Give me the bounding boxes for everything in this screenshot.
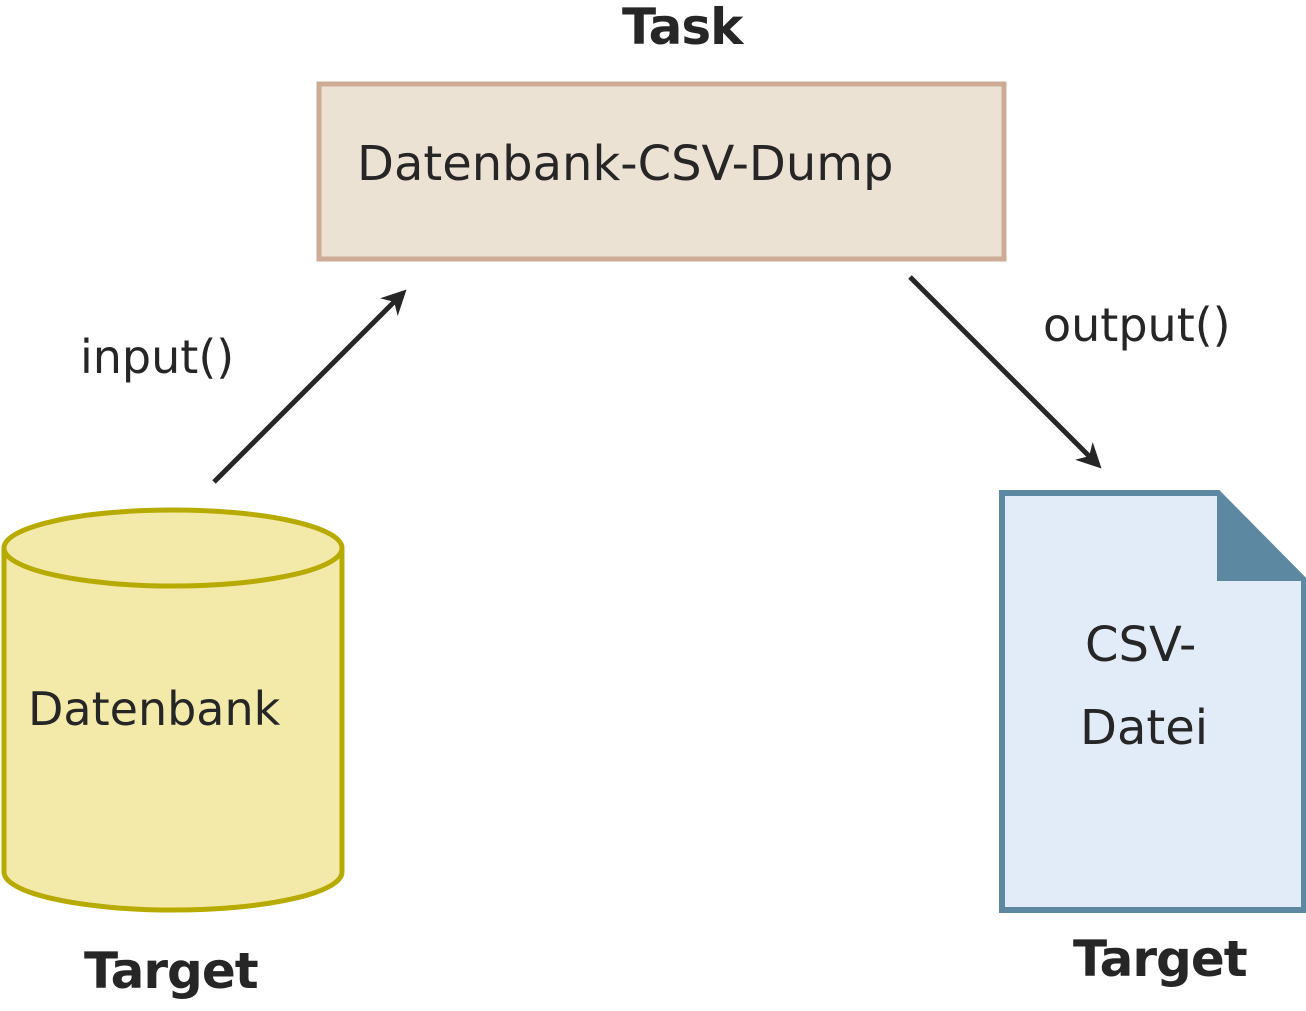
document-caption: Target (1073, 930, 1248, 988)
folded-corner-icon (1217, 490, 1306, 581)
database-cylinder-icon[interactable] (1, 507, 345, 913)
output-label: output() (1043, 298, 1231, 352)
input-label: input() (80, 330, 235, 384)
database-label: Datenbank (28, 682, 281, 736)
document-label-line2: Datei (1080, 700, 1209, 756)
output-arrow-icon (908, 275, 1102, 469)
input-arrow-icon (212, 289, 407, 484)
task-box[interactable] (316, 81, 1007, 262)
database-caption: Target (84, 942, 259, 1000)
task-box-label: Datenbank-CSV-Dump (357, 136, 894, 192)
document-file-icon[interactable] (999, 490, 1306, 913)
task-heading: Task (622, 0, 743, 56)
document-label-line1: CSV- (1085, 617, 1197, 673)
